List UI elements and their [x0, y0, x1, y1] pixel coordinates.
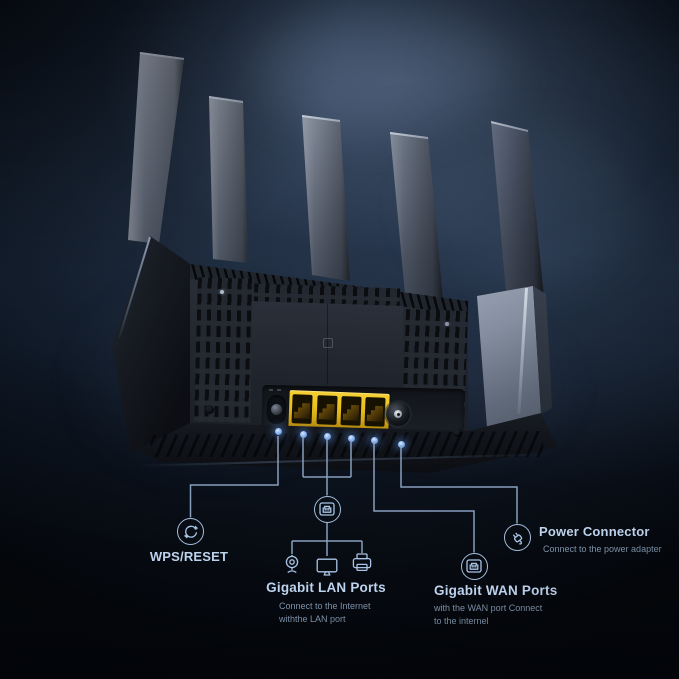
- highlight-dot-wps: [274, 427, 282, 435]
- power-description: Connect to the power adapter: [543, 544, 662, 554]
- antenna-4: [390, 132, 443, 299]
- wan-port: [364, 397, 386, 427]
- lan-port-2: [315, 395, 338, 425]
- port-label-mark: [277, 389, 281, 391]
- monitor-icon: [316, 558, 338, 576]
- wps-label: WPS/RESET: [149, 549, 229, 564]
- antenna-5: [491, 121, 544, 298]
- wps-reset-button: [266, 394, 287, 425]
- printer-icon: [352, 553, 372, 572]
- antenna-1: [128, 52, 184, 244]
- rj45-contacts: [294, 396, 311, 422]
- antenna-face: [491, 121, 544, 298]
- rj45-contacts: [367, 399, 384, 425]
- antenna-face: [302, 115, 350, 281]
- wan-description-line1: with the WAN port Connect: [434, 603, 543, 613]
- highlight-dot-lan3: [347, 434, 355, 442]
- refresh-icon: [183, 525, 198, 538]
- router-left-endcap: [112, 236, 193, 454]
- door-glyph: [323, 338, 333, 348]
- highlight-dot-lan1: [299, 430, 307, 438]
- power-plug-icon: [512, 532, 522, 545]
- wan-callout-badge: [460, 552, 488, 580]
- highlight-dot-wan: [370, 436, 378, 444]
- wan-label: Gigabit WAN Ports: [434, 583, 558, 598]
- smoke-blob: [250, 10, 510, 130]
- lan-description-line1: Connect to the Internet: [279, 601, 371, 611]
- antenna-face: [390, 132, 443, 299]
- antenna-3: [302, 115, 350, 281]
- panel-screw-dot-left: [220, 290, 224, 294]
- lan-description-line2: withthe LAN port: [279, 613, 346, 624]
- lan-label: Gigabit LAN Ports: [266, 580, 386, 595]
- antenna-face: [209, 96, 248, 263]
- rj45-contacts: [318, 397, 335, 423]
- wps-callout-badge: [177, 518, 204, 545]
- ethernet-port-icon: [466, 559, 482, 573]
- power-label: Power Connector: [539, 524, 650, 539]
- power-port: [386, 402, 410, 426]
- panel-screw-dot-right: [445, 322, 449, 326]
- lan-device-lines: [291, 522, 363, 556]
- lan-port-1: [291, 394, 313, 424]
- power-port-pin: [394, 410, 402, 418]
- highlight-dot-lan2: [323, 432, 331, 440]
- access-door-panel: [252, 301, 403, 387]
- lan-port-3: [340, 396, 362, 426]
- screw-hole-left: [205, 405, 214, 414]
- wan-description: with the WAN port Connect to the interne…: [434, 602, 542, 627]
- highlight-dot-power: [397, 440, 405, 448]
- wan-description-line2: to the internel: [434, 615, 489, 626]
- lan-description: Connect to the Internet withthe LAN port: [279, 600, 371, 625]
- power-callout-badge: [503, 523, 531, 551]
- lan-callout-badge: [313, 495, 341, 523]
- antenna-face: [128, 52, 184, 244]
- wps-button-cap: [270, 403, 283, 416]
- power-port-pin-center: [396, 412, 400, 416]
- vent-slots-left: [194, 277, 254, 423]
- ethernet-port-icon: [319, 502, 335, 516]
- rj45-contacts: [343, 398, 360, 424]
- webcam-icon: [283, 554, 301, 575]
- antenna-2: [209, 96, 248, 263]
- port-label-mark: [269, 389, 273, 391]
